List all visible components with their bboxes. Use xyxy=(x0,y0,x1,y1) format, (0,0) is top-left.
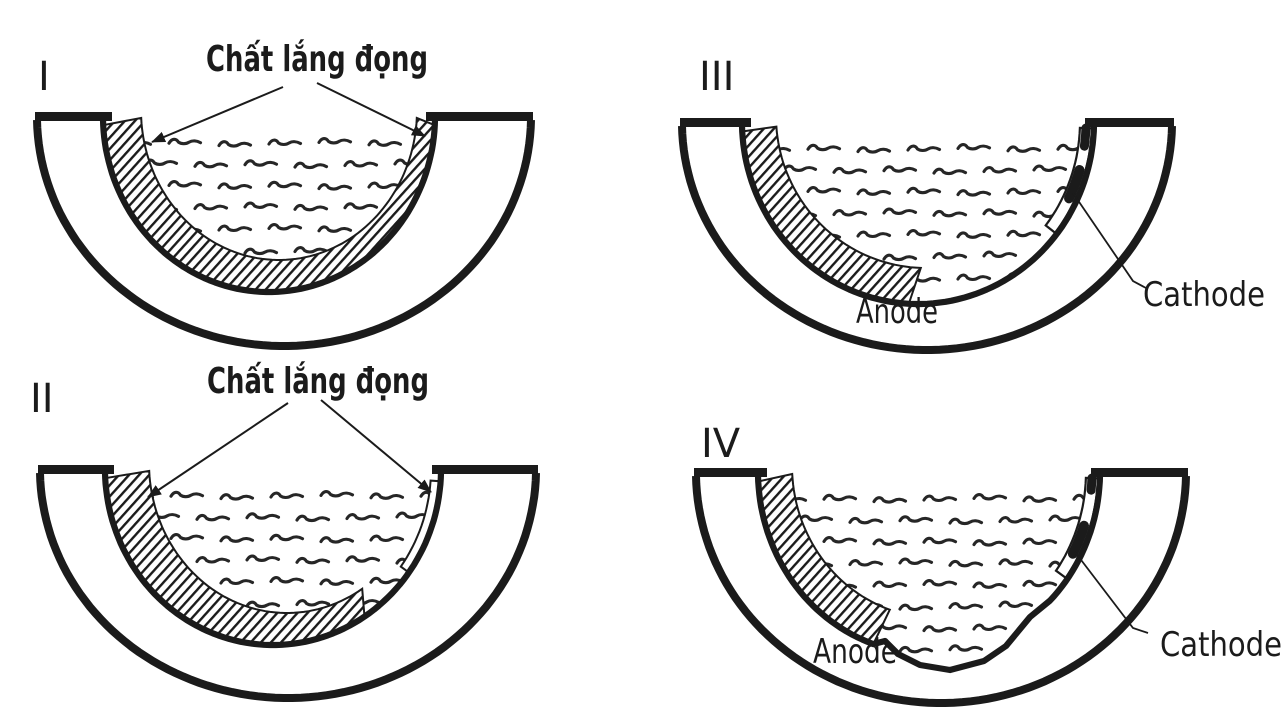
crucible-outer-wall xyxy=(33,119,535,350)
cathode-deposit-blob xyxy=(1064,165,1085,204)
cathode-deposit-blob xyxy=(1067,520,1089,559)
anode-label: Anode xyxy=(813,632,897,672)
cathode-deposit-top xyxy=(1086,473,1097,495)
crucible-inner-wall xyxy=(99,118,439,296)
anode-label: Anode xyxy=(856,292,938,332)
crucible-inner-wall xyxy=(738,125,1098,308)
crucible-inner-wall xyxy=(754,475,1104,674)
crucible-inner-wall xyxy=(101,471,445,649)
deposit-label: Chất lắng đọng xyxy=(206,39,428,80)
deposit-layer xyxy=(104,469,366,646)
deposit-label: Chất lắng đọng xyxy=(207,361,429,402)
panel-numeral-i: I xyxy=(38,54,50,100)
panel-numeral-iv: IV xyxy=(701,421,741,467)
panel-numeral-iii: III xyxy=(699,54,734,100)
deposit-arrow-right xyxy=(320,399,432,493)
cathode-label: Cathode xyxy=(1160,625,1282,665)
crucible-outer-wall xyxy=(678,125,1176,354)
panel-iv: IV Anode Cathode xyxy=(692,421,1282,707)
crucible-outer-wall xyxy=(692,475,1190,707)
deposit-arrow-left xyxy=(147,402,289,498)
deposit-arrow-right xyxy=(316,82,426,137)
panel-numeral-ii: II xyxy=(30,376,54,422)
crucible-outer-wall xyxy=(36,472,540,702)
cathode-label: Cathode xyxy=(1143,275,1265,315)
cathode-pointer-line xyxy=(1074,551,1149,634)
panel-i: I Chất lắng đọng xyxy=(33,39,535,350)
deposit-arrow-left xyxy=(151,86,284,143)
cathode-pointer-line xyxy=(1072,192,1147,289)
panel-ii: II Chất lắng đọng xyxy=(30,361,540,702)
panel-iii: III Anode Cathode xyxy=(678,54,1265,354)
cathode-deposit-top xyxy=(1079,123,1091,151)
